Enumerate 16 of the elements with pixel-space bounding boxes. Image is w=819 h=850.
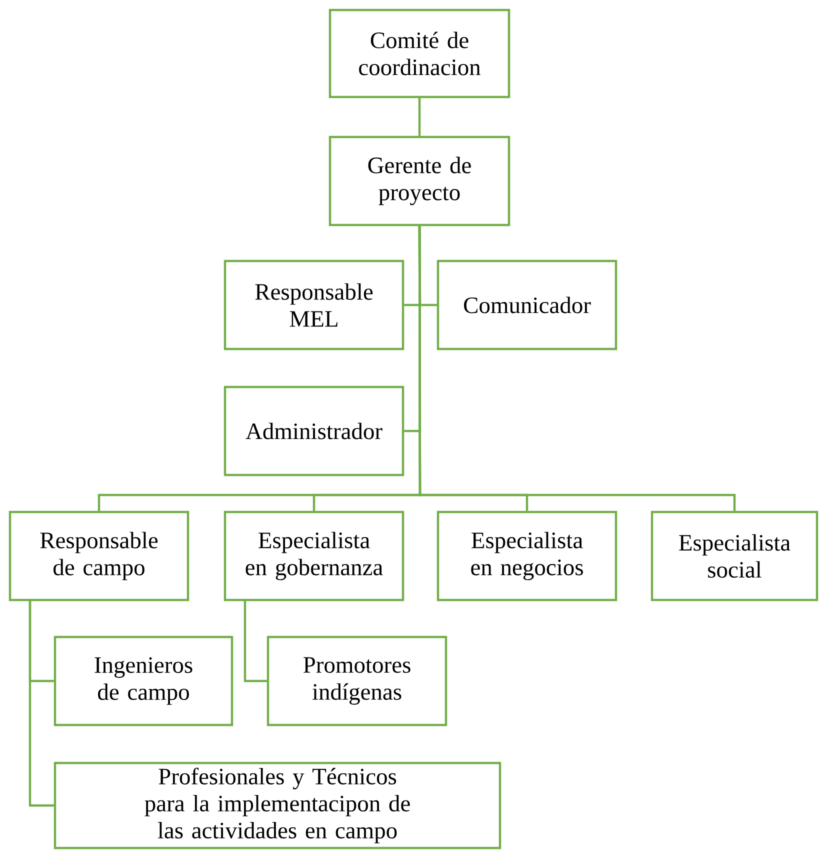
org-box: Especialista en gobernanza xyxy=(224,510,404,602)
connector-line xyxy=(418,226,736,511)
org-box: Responsable de campo xyxy=(8,510,190,602)
org-box: Profesionales y Técnicos para la implementacipon de las actividades en campo xyxy=(54,762,502,850)
connector-line xyxy=(244,600,267,682)
org-box: Especialista en negocios xyxy=(436,510,618,602)
org-box: Administrador xyxy=(224,386,404,476)
org-box: Responsable MEL xyxy=(224,260,404,350)
org-box: Gerente de proyecto xyxy=(328,136,510,226)
org-box: Ingenieros de campo xyxy=(54,636,234,726)
org-box: Comité de coordinacion xyxy=(328,8,510,98)
org-box: Promotores indígenas xyxy=(266,636,448,726)
org-box: Especialista social xyxy=(650,510,818,602)
connector-line xyxy=(28,600,54,807)
connector-line xyxy=(418,98,421,136)
org-box: Comunicador xyxy=(436,260,618,350)
